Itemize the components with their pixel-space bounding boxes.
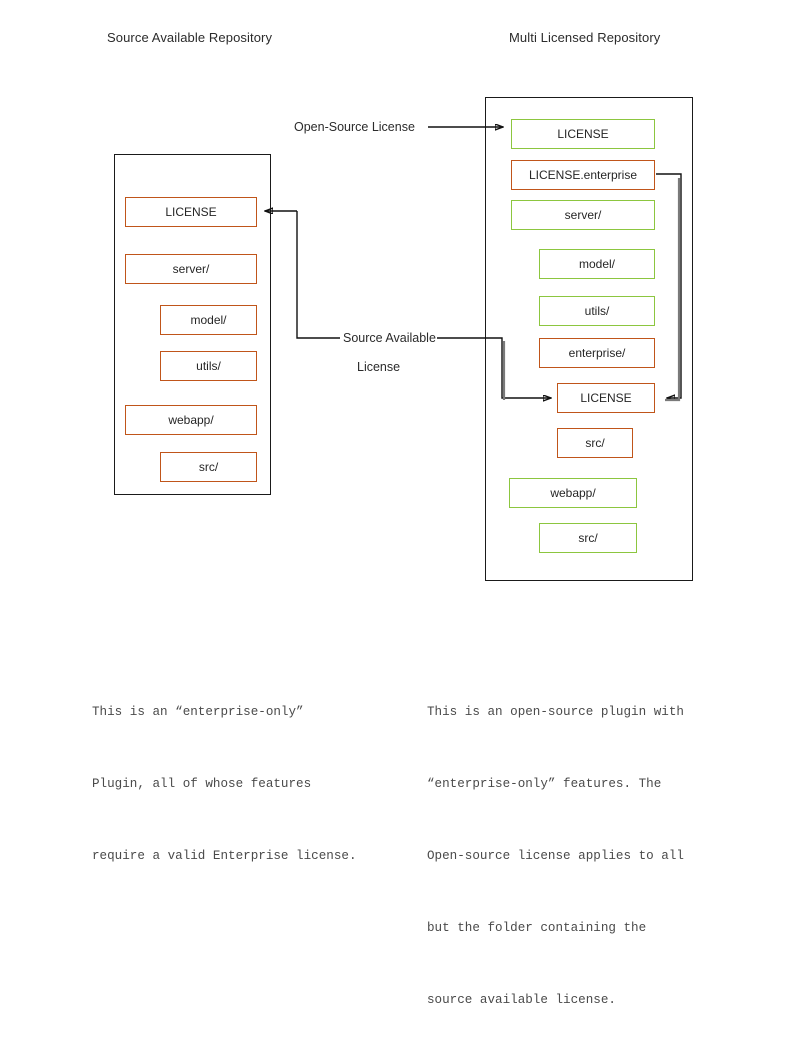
left-node-utils[interactable]: utils/ xyxy=(160,351,257,381)
right-caption-line-3: Open-source license applies to all xyxy=(427,849,684,863)
right-node-model[interactable]: model/ xyxy=(539,249,655,279)
right-node-enterprise[interactable]: enterprise/ xyxy=(539,338,655,368)
left-repo-title: Source Available Repository xyxy=(107,30,273,45)
left-caption-line-3: require a valid Enterprise license. xyxy=(92,849,357,863)
left-node-license[interactable]: LICENSE xyxy=(125,197,257,227)
right-node-webapp[interactable]: webapp/ xyxy=(509,478,637,508)
right-node-license-enterprise[interactable]: LICENSE.enterprise xyxy=(511,160,655,190)
source-available-license-label-line1: Source Available xyxy=(343,331,436,345)
diagram-canvas: Source Available Repository Multi Licens… xyxy=(92,30,693,1007)
left-caption: This is an “enterprise-only” Plugin, all… xyxy=(92,652,357,916)
right-caption-line-2: “enterprise-only” features. The xyxy=(427,777,662,791)
source-available-license-label-line2: License xyxy=(357,360,401,374)
right-caption-line-1: This is an open-source plugin with xyxy=(427,705,684,719)
left-node-src[interactable]: src/ xyxy=(160,452,257,482)
right-node-license-source-available[interactable]: LICENSE xyxy=(557,383,655,413)
right-repo-title: Multi Licensed Repository xyxy=(509,30,661,45)
right-node-server[interactable]: server/ xyxy=(511,200,655,230)
right-caption-line-4: but the folder containing the xyxy=(427,921,647,935)
left-node-model[interactable]: model/ xyxy=(160,305,257,335)
right-caption: This is an open-source plugin with “ente… xyxy=(427,652,684,1060)
open-source-license-label: Open-Source License xyxy=(294,120,415,134)
left-node-server[interactable]: server/ xyxy=(125,254,257,284)
left-node-webapp[interactable]: webapp/ xyxy=(125,405,257,435)
right-node-src-enterprise[interactable]: src/ xyxy=(557,428,633,458)
left-caption-line-2: Plugin, all of whose features xyxy=(92,777,312,791)
right-node-src-open-source[interactable]: src/ xyxy=(539,523,637,553)
right-caption-line-5: source available license. xyxy=(427,993,616,1007)
right-node-license-open-source[interactable]: LICENSE xyxy=(511,119,655,149)
right-node-utils[interactable]: utils/ xyxy=(539,296,655,326)
left-caption-line-1: This is an “enterprise-only” xyxy=(92,705,304,719)
